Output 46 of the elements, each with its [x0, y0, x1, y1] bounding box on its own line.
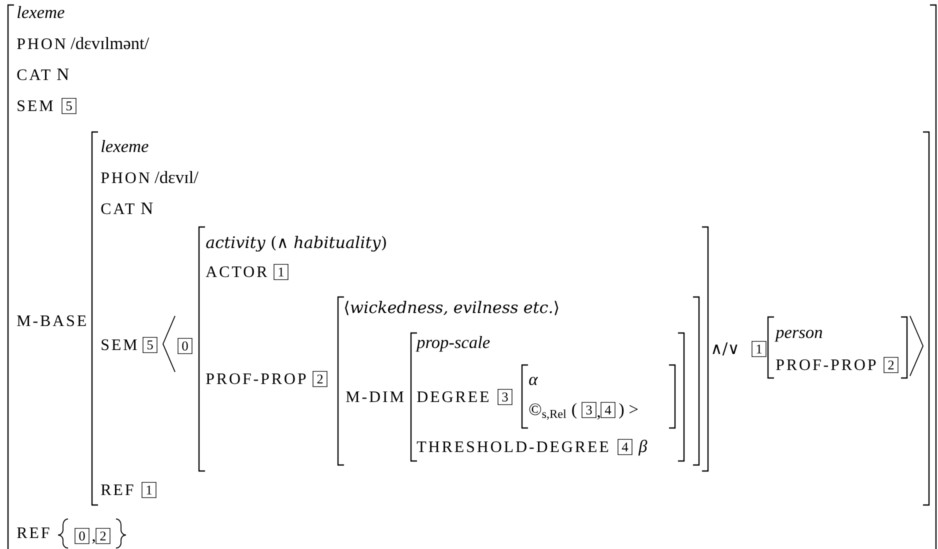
- comma: ,: [92, 539, 95, 544]
- feature-name: DEGREE: [417, 391, 488, 402]
- tag-box: 5: [142, 337, 158, 353]
- tag-box: 4: [600, 402, 616, 418]
- type-label: activity (∧ habituality): [206, 236, 386, 252]
- feature-name: REF: [101, 484, 134, 495]
- tag-box: 0: [74, 528, 90, 544]
- feature-value: α: [529, 376, 538, 386]
- type-label: prop-scale: [416, 336, 490, 352]
- type-label: ⟨wickedness, evilness etc.⟩: [345, 300, 558, 316]
- tag-box: 1: [752, 341, 766, 357]
- tag-box: 3: [582, 402, 596, 418]
- feature-name: SEM: [102, 339, 137, 350]
- tag-box: 3: [498, 389, 512, 405]
- tag-box: 2: [96, 528, 110, 544]
- feature-name: THRESHOLD-DEGREE: [416, 441, 608, 452]
- feature-name: ACTOR: [206, 266, 268, 278]
- feature-name: PHON: [17, 38, 66, 50]
- feature-name: REF: [17, 528, 50, 538]
- feature-value: ©$_{s,Rel}$ (: [529, 402, 577, 420]
- feature-name: CAT: [101, 203, 134, 214]
- operator-text: ∧/∨: [712, 342, 738, 356]
- tag-box: 1: [142, 482, 156, 498]
- tag-box: 2: [312, 371, 328, 387]
- tag-box: 5: [62, 98, 76, 114]
- feature-value: /dɛvɪlmənt/: [70, 36, 150, 50]
- comma: ,: [597, 415, 600, 420]
- feature-value: β: [638, 440, 648, 456]
- tag-box: 2: [884, 357, 898, 373]
- feature-name: CAT: [17, 69, 50, 80]
- feature-name: SEM: [18, 100, 53, 112]
- tag-box: 0: [178, 338, 192, 354]
- feature-name: PROF-PROP: [206, 373, 306, 384]
- tag-box: 1: [274, 264, 288, 280]
- feature-value: N: [57, 68, 69, 80]
- feature-name: M-BASE: [17, 315, 86, 326]
- feature-value: /dɛvɪl/: [154, 170, 198, 184]
- feature-value: ) >: [619, 402, 638, 419]
- tag-box: 4: [618, 439, 632, 455]
- feature-name: PHON: [101, 172, 150, 184]
- feature-name: M-DIM: [346, 392, 404, 402]
- type-label: person: [774, 330, 822, 342]
- type-label: lexeme: [102, 140, 148, 152]
- feature-value: N: [141, 202, 153, 214]
- type-label: lexeme: [18, 6, 64, 18]
- feature-name: PROF-PROP: [776, 359, 876, 370]
